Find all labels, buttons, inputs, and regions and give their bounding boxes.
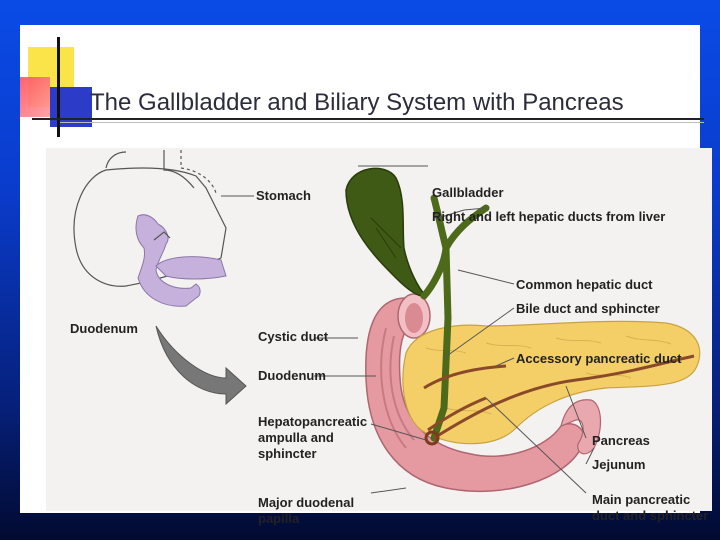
pointer-arrow xyxy=(156,326,246,404)
label-common-hepatic-duct: Common hepatic duct xyxy=(516,277,653,292)
label-duodenum: Duodenum xyxy=(258,368,326,383)
slide: The Gallbladder and Biliary System with … xyxy=(20,25,700,513)
decor-red-square xyxy=(20,77,50,117)
label-cystic-duct: Cystic duct xyxy=(258,329,328,344)
slide-title: The Gallbladder and Biliary System with … xyxy=(90,89,624,117)
thumbnail-pancreas xyxy=(136,215,226,307)
label-ampulla-line1: Hepatopancreatic xyxy=(258,414,367,429)
label-hepatic-ducts: Right and left hepatic ducts from liver xyxy=(432,209,665,224)
label-ampulla-line3: sphincter xyxy=(258,446,317,461)
label-gallbladder: Gallbladder xyxy=(432,185,504,200)
label-ampulla-line2: ampulla and xyxy=(258,430,334,445)
label-papilla-line1: Major duodenal xyxy=(258,495,354,510)
label-accessory-pancreatic-duct: Accessory pancreatic duct xyxy=(516,351,681,366)
label-pancreas: Pancreas xyxy=(592,433,650,448)
anatomy-illustration: Stomach Duodenum Cystic duct Duodenum He… xyxy=(46,148,712,511)
label-stomach: Stomach xyxy=(256,188,311,203)
decor-horizontal-line-light xyxy=(60,122,704,123)
label-papilla-line2: papilla xyxy=(258,511,299,526)
decor-horizontal-line xyxy=(32,118,704,120)
label-bile-duct: Bile duct and sphincter xyxy=(516,301,660,316)
label-main-pancreatic-line1: Main pancreatic xyxy=(592,492,690,507)
label-duodenum-thumbnail: Duodenum xyxy=(70,321,138,336)
label-main-pancreatic-line2: duct and sphincter xyxy=(592,508,708,523)
label-jejunum: Jejunum xyxy=(592,457,645,472)
